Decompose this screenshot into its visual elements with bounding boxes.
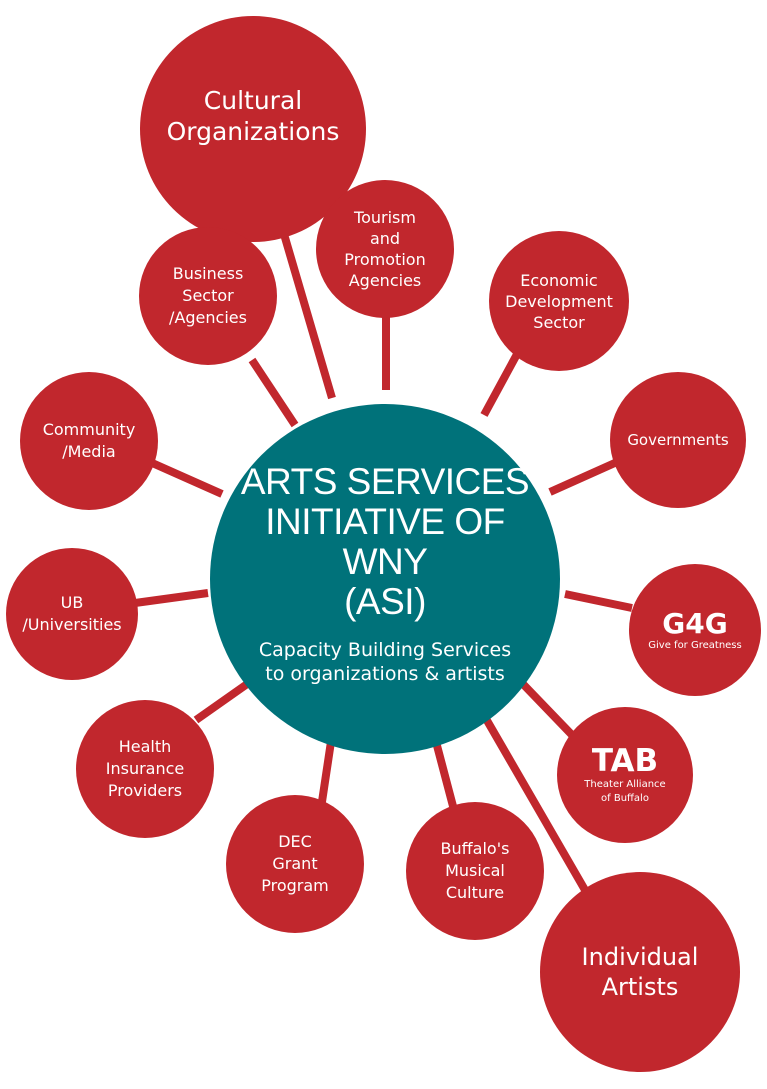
- center-node-asi: ARTS SERVICES INITIATIVE OF WNY (ASI) Ca…: [210, 404, 560, 754]
- connector-governments: [548, 458, 619, 496]
- connector-musical: [431, 736, 458, 812]
- connector-artists: [481, 714, 589, 893]
- node-community-media: Community /Media: [20, 372, 158, 510]
- node-individual-artists: Individual Artists: [540, 872, 740, 1072]
- connector-ub: [134, 589, 209, 607]
- node-ub-universities: UB /Universities: [6, 548, 138, 680]
- node-label: Community /Media: [42, 420, 136, 461]
- node-label: DEC Grant Program: [261, 832, 329, 895]
- node-label: Tourism and Promotion Agencies: [344, 208, 426, 290]
- node-cultural-organizations: Cultural Organizations: [140, 16, 366, 242]
- connector-business: [248, 357, 299, 428]
- center-subtitle: Capacity Building Services to organizati…: [258, 639, 512, 685]
- connector-tab: [519, 680, 576, 739]
- node-dec-grant: DEC Grant Program: [226, 795, 364, 933]
- connector-community: [148, 458, 224, 498]
- node-label: Buffalo's Musical Culture: [440, 839, 510, 902]
- node-label: G4G: [662, 606, 728, 640]
- node-sublabel: Theater Alliance of Buffalo: [584, 779, 666, 804]
- node-label: TAB: [591, 743, 659, 779]
- node-sublabel: Give for Greatness: [648, 639, 742, 651]
- node-g4g: G4G Give for Greatness: [629, 564, 761, 696]
- node-label: Governments: [627, 431, 729, 449]
- node-label: Economic Development Sector: [505, 270, 613, 332]
- node-governments: Governments: [610, 372, 746, 508]
- node-label: Individual Artists: [581, 943, 699, 1001]
- node-economic-development: Economic Development Sector: [489, 231, 629, 371]
- node-tab: TAB Theater Alliance of Buffalo: [557, 707, 693, 843]
- node-health-insurance: Health Insurance Providers: [76, 700, 214, 838]
- connector-health: [193, 678, 253, 724]
- node-label: Cultural Organizations: [166, 86, 340, 146]
- node-tourism-promotion: Tourism and Promotion Agencies: [316, 180, 454, 318]
- node-label: UB /Universities: [22, 593, 122, 634]
- connector-g4g: [564, 590, 633, 612]
- node-label: Business Sector /Agencies: [169, 264, 247, 327]
- node-buffalo-musical-culture: Buffalo's Musical Culture: [406, 802, 544, 940]
- node-business-sector: Business Sector /Agencies: [139, 227, 277, 365]
- center-title: ARTS SERVICES INITIATIVE OF WNY (ASI): [240, 461, 530, 622]
- node-label: Health Insurance Providers: [105, 737, 185, 800]
